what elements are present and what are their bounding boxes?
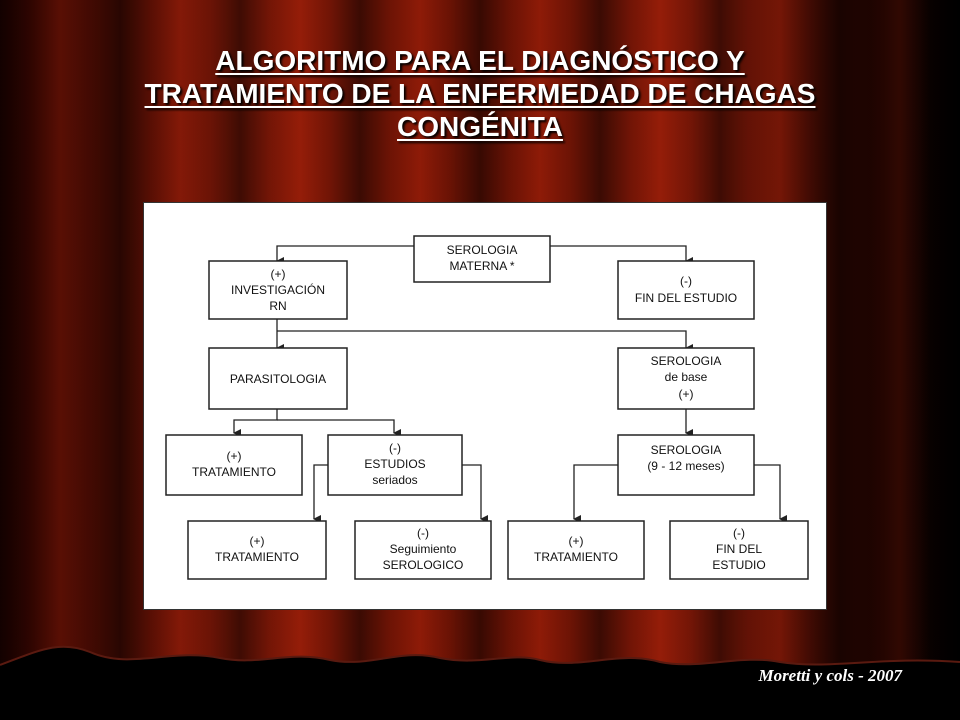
svg-text:TRATAMIENTO: TRATAMIENTO xyxy=(215,550,299,564)
edge-materna-fin xyxy=(550,245,693,265)
node-tratamiento-2: (+) TRATAMIENTO xyxy=(187,520,327,580)
svg-text:(9 - 12 meses): (9 - 12 meses) xyxy=(647,459,724,473)
edge-estudios-seguimiento xyxy=(461,464,488,523)
edge-rn-serologia-base xyxy=(277,330,693,352)
svg-text:SEROLOGIA: SEROLOGIA xyxy=(651,354,722,368)
citation-credit: Moretti y cols - 2007 xyxy=(758,666,902,685)
svg-text:(-): (-) xyxy=(680,274,692,288)
edge-parasitologia-estudios xyxy=(277,419,401,437)
node-parasitologia: PARASITOLOGIA xyxy=(208,347,348,410)
svg-text:ESTUDIOS: ESTUDIOS xyxy=(364,457,425,471)
svg-text:de base: de base xyxy=(665,370,708,384)
flowchart-edges xyxy=(233,245,787,523)
svg-text:RN: RN xyxy=(269,299,286,313)
node-tratamiento-3: (+) TRATAMIENTO xyxy=(507,520,645,580)
title-line-3: CONGÉNITA xyxy=(397,111,563,142)
svg-text:(+): (+) xyxy=(679,387,694,401)
svg-text:MATERNA *: MATERNA * xyxy=(449,259,514,273)
node-serologia-materna: SEROLOGIA MATERNA * xyxy=(413,235,551,283)
edge-meses-tratamiento xyxy=(573,464,618,523)
edge-materna-rn xyxy=(276,245,414,265)
flowchart: SEROLOGIA MATERNA * (+) INVESTIGACIÓN RN… xyxy=(165,235,809,580)
flowchart-panel: SEROLOGIA MATERNA * (+) INVESTIGACIÓN RN… xyxy=(143,202,827,610)
svg-text:seriados: seriados xyxy=(372,473,417,487)
title-line-2: TRATAMIENTO DE LA ENFERMEDAD DE CHAGAS xyxy=(144,78,816,109)
svg-text:(+): (+) xyxy=(271,267,286,281)
svg-text:FIN DEL: FIN DEL xyxy=(716,542,762,556)
title-line-1: ALGORITMO PARA EL DIAGNÓSTICO Y xyxy=(215,45,745,76)
svg-text:FIN DEL ESTUDIO: FIN DEL ESTUDIO xyxy=(635,291,737,305)
node-serologia-meses: SEROLOGIA (9 - 12 meses) xyxy=(617,434,755,496)
svg-text:(+): (+) xyxy=(569,534,584,548)
svg-text:(+): (+) xyxy=(227,449,242,463)
svg-text:ESTUDIO: ESTUDIO xyxy=(712,558,765,572)
node-seguimiento-serologico: (-) Seguimiento SEROLOGICO xyxy=(354,520,492,580)
svg-text:SEROLOGIA: SEROLOGIA xyxy=(447,243,518,257)
svg-text:(-): (-) xyxy=(389,441,401,455)
svg-text:(+): (+) xyxy=(250,534,265,548)
stage-floor xyxy=(0,645,960,720)
node-fin-estudio-1: (-) FIN DEL ESTUDIO xyxy=(617,260,755,320)
svg-text:Seguimiento: Seguimiento xyxy=(390,542,457,556)
edge-estudios-tratamiento xyxy=(313,464,328,523)
node-investigacion-rn: (+) INVESTIGACIÓN RN xyxy=(208,260,348,320)
svg-text:SEROLOGICO: SEROLOGICO xyxy=(383,558,464,572)
slide-title: ALGORITMO PARA EL DIAGNÓSTICO Y TRATAMIE… xyxy=(40,44,920,143)
edge-meses-fin xyxy=(754,464,787,523)
svg-text:(-): (-) xyxy=(733,526,745,540)
svg-text:TRATAMIENTO: TRATAMIENTO xyxy=(534,550,618,564)
svg-text:(-): (-) xyxy=(417,526,429,540)
svg-text:SEROLOGIA: SEROLOGIA xyxy=(651,443,722,457)
edge-parasitologia-split xyxy=(233,409,278,437)
node-tratamiento-1: (+) TRATAMIENTO xyxy=(165,434,303,496)
node-serologia-base: SEROLOGIA de base (+) xyxy=(617,347,755,410)
node-estudios-seriados: (-) ESTUDIOS seriados xyxy=(327,434,463,496)
svg-text:INVESTIGACIÓN: INVESTIGACIÓN xyxy=(231,282,325,297)
node-fin-estudio-2: (-) FIN DEL ESTUDIO xyxy=(669,520,809,580)
svg-text:PARASITOLOGIA: PARASITOLOGIA xyxy=(230,372,326,386)
svg-text:TRATAMIENTO: TRATAMIENTO xyxy=(192,465,276,479)
